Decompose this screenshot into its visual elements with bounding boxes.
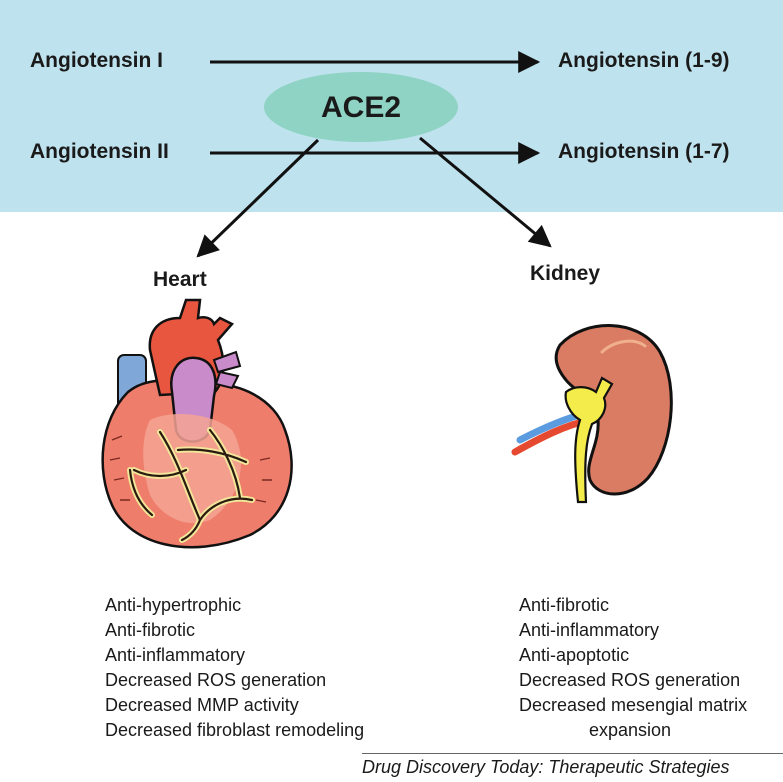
kidney-effects-list: Anti-fibrotic Anti-inflammatory Anti-apo…	[519, 593, 747, 743]
heart-effects-list: Anti-hypertrophic Anti-fibrotic Anti-inf…	[105, 593, 364, 743]
kidney-effect: Decreased ROS generation	[519, 670, 741, 690]
kidney-effect: Anti-inflammatory	[519, 620, 660, 640]
kidney-illustration	[511, 324, 673, 504]
arrow-ace2-to-kidney	[419, 136, 552, 248]
ace2-label: ACE2	[321, 91, 401, 124]
kidney-title: Kidney	[530, 262, 601, 285]
heart-illustration	[101, 298, 293, 549]
heart-title: Heart	[153, 268, 207, 291]
heart-effect: Decreased ROS generation	[105, 670, 327, 690]
substrate-angiotensin-i: Angiotensin I	[30, 49, 163, 72]
product-angiotensin-1-9: Angiotensin (1-9)	[558, 49, 730, 72]
kidney-effect: Anti-fibrotic	[519, 595, 610, 615]
heart-effect: Anti-hypertrophic	[105, 595, 242, 615]
source-credit: Drug Discovery Today: Therapeutic Strate…	[362, 757, 730, 777]
heart-effect: Decreased MMP activity	[105, 695, 299, 715]
kidney-effect: expansion	[589, 720, 672, 740]
product-angiotensin-1-7: Angiotensin (1-7)	[558, 140, 730, 163]
heart-effect: Anti-fibrotic	[105, 620, 196, 640]
kidney-effect: Decreased mesengial matrix	[519, 695, 748, 715]
kidney-effect: Anti-apoptotic	[519, 645, 630, 665]
heart-effect: Decreased fibroblast remodeling	[105, 720, 365, 740]
heart-effect: Anti-inflammatory	[105, 645, 246, 665]
arrow-ace2-to-heart	[196, 138, 320, 258]
substrate-angiotensin-ii: Angiotensin II	[30, 140, 169, 163]
credit-divider	[362, 753, 783, 754]
ace2-ellipse	[264, 72, 458, 142]
